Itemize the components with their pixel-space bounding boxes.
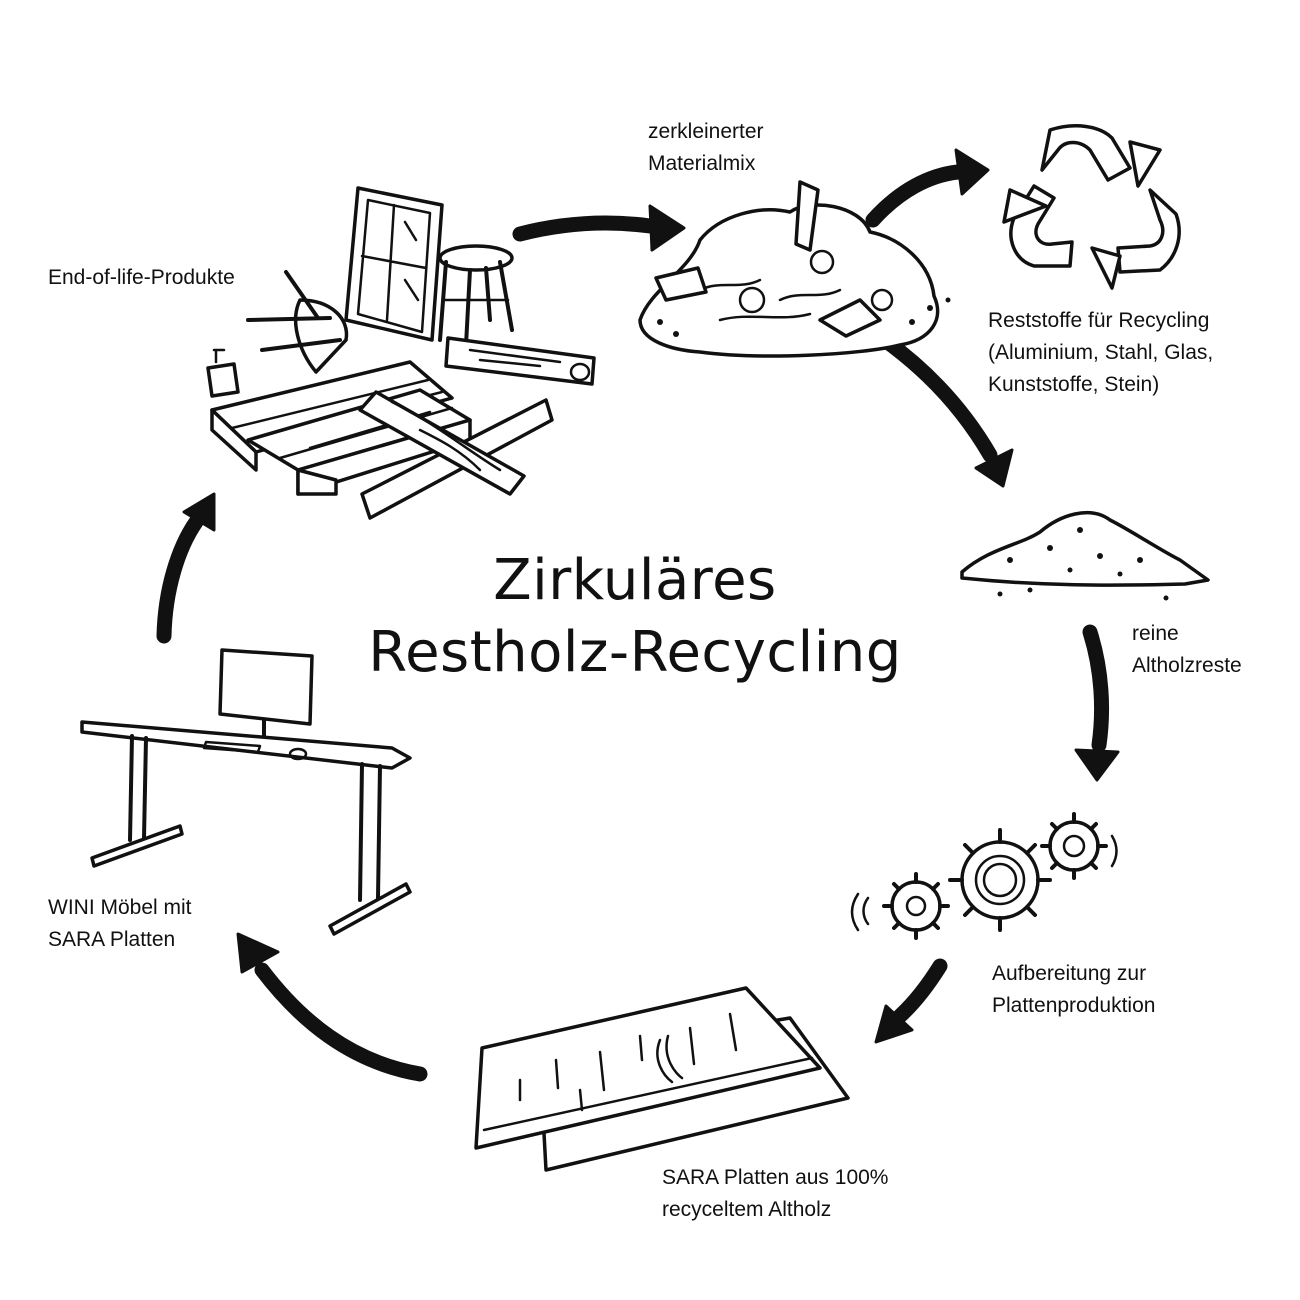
label-material-mix-line-2: Materialmix [648, 152, 756, 175]
arrow-to-end-of-life [156, 492, 216, 644]
recycling-symbol-icon [1002, 124, 1181, 290]
label-end-of-life-line: End-of-life-Produkte [48, 266, 235, 289]
arrow-to-old-wood [874, 330, 1014, 488]
diagram-title: Zirkuläres Restholz-Recycling [300, 545, 970, 689]
arrow-to-material-mix [512, 204, 686, 252]
arrow-to-processing [1074, 624, 1120, 782]
label-processing-line-1: Aufbereitung zur [992, 962, 1147, 985]
label-furniture-line-2: SARA Platten [48, 928, 176, 951]
label-furniture-line-1: WINI Möbel mit [48, 896, 192, 919]
arrow-to-residues [865, 148, 990, 228]
label-boards-line-2: recyceltem Altholz [662, 1198, 832, 1221]
label-boards-line-1: SARA Platten aus 100% [662, 1166, 889, 1189]
material-mix-icon [638, 180, 951, 358]
label-furniture: WINI Möbel mit SARA Platten [48, 892, 192, 956]
wood-boards-icon [474, 986, 850, 1172]
label-old-wood: reine Altholzreste [1132, 618, 1242, 682]
furniture-pile-icon [206, 186, 596, 520]
label-residues-line-1: Reststoffe für Recycling [988, 309, 1210, 332]
wood-chips-pile-icon [960, 511, 1210, 601]
label-processing-line-2: Plattenproduktion [992, 994, 1156, 1017]
label-residues: Reststoffe für Recycling (Aluminium, Sta… [988, 305, 1213, 401]
label-material-mix-line-1: zerkleinerter [648, 120, 764, 143]
label-residues-line-2: (Aluminium, Stahl, Glas, [988, 341, 1214, 364]
title-line-1: Zirkuläres [493, 548, 777, 613]
label-end-of-life: End-of-life-Produkte [48, 262, 235, 294]
arrow-to-furniture [236, 932, 428, 1082]
label-material-mix: zerkleinerter Materialmix [648, 116, 764, 180]
gears-icon [850, 812, 1118, 940]
desk-with-monitor-icon [80, 648, 412, 936]
label-residues-line-3: Kunststoffe, Stein) [988, 373, 1160, 396]
label-processing: Aufbereitung zur Plattenproduktion [992, 958, 1155, 1022]
title-line-2: Restholz-Recycling [368, 620, 902, 685]
label-boards: SARA Platten aus 100% recyceltem Altholz [662, 1162, 888, 1226]
arrow-to-boards [874, 958, 948, 1044]
label-old-wood-line-2: Altholzreste [1132, 654, 1242, 677]
label-old-wood-line-1: reine [1132, 622, 1179, 645]
cycle-arrows [156, 148, 1120, 1082]
